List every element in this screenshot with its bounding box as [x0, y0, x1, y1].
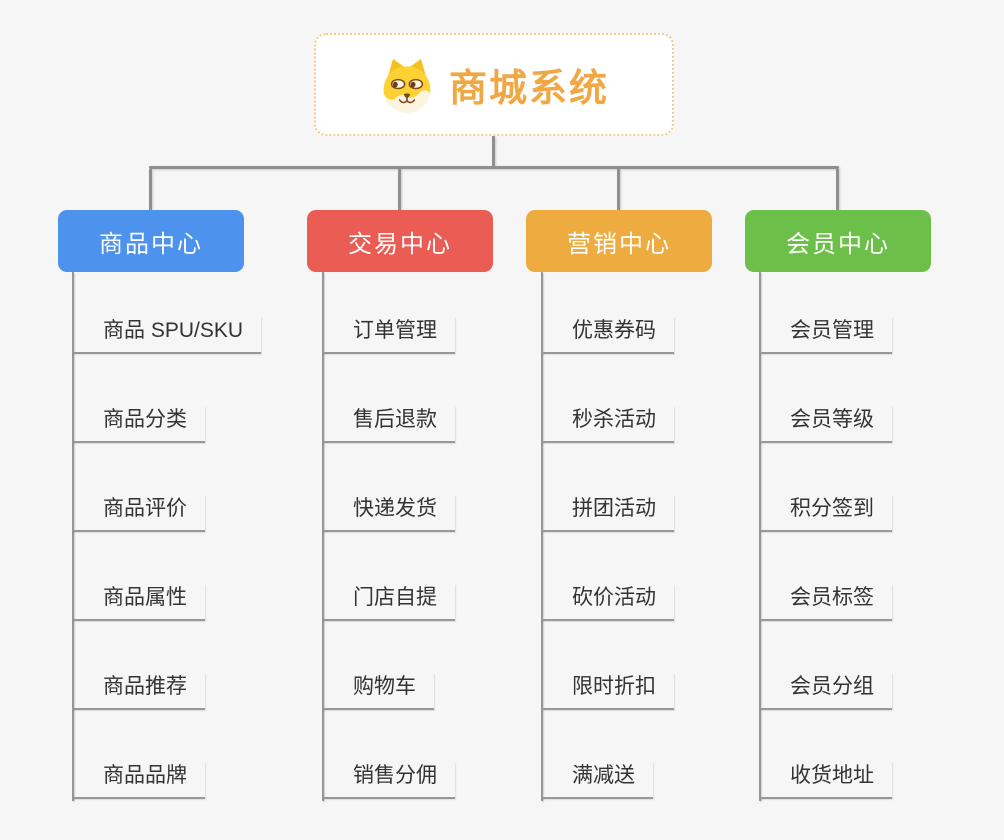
- root-title: 商城系统: [448, 68, 609, 110]
- leaf-item[interactable]: 会员标签: [759, 584, 892, 621]
- leaf-item[interactable]: 拼团活动: [541, 495, 674, 532]
- connector-spine: [322, 272, 324, 801]
- leaf-item[interactable]: 购物车: [322, 673, 434, 710]
- connector-branch-stub: [617, 169, 620, 210]
- branch-label: 营销中心: [567, 230, 671, 258]
- leaf-item[interactable]: 商品 SPU/SKU: [72, 317, 262, 354]
- connector-spine: [541, 272, 543, 801]
- leaf-item[interactable]: 秒杀活动: [541, 406, 674, 443]
- leaf-item[interactable]: 积分签到: [759, 495, 892, 532]
- leaf-item[interactable]: 商品属性: [72, 584, 205, 621]
- branch-label: 交易中心: [348, 230, 452, 258]
- leaf-item[interactable]: 商品评价: [72, 495, 205, 532]
- leaf-item[interactable]: 会员分组: [759, 673, 892, 710]
- leaf-item[interactable]: 门店自提: [322, 584, 455, 621]
- leaf-item[interactable]: 会员等级: [759, 406, 892, 443]
- connector-horizontal-bar: [149, 166, 839, 169]
- branch-node-trade-center[interactable]: 交易中心: [307, 210, 493, 272]
- connector-branch-stub: [398, 169, 401, 210]
- leaf-item[interactable]: 销售分佣: [322, 762, 455, 799]
- connector-branch-stub: [149, 169, 152, 210]
- connector-spine: [72, 272, 74, 801]
- branch-node-product-center[interactable]: 商品中心: [58, 210, 244, 272]
- leaf-item[interactable]: 限时折扣: [541, 673, 674, 710]
- leaf-item[interactable]: 订单管理: [322, 317, 455, 354]
- dog-face-icon: [383, 58, 431, 113]
- leaf-item[interactable]: 满减送: [541, 762, 653, 799]
- leaf-item[interactable]: 砍价活动: [541, 584, 674, 621]
- branch-node-marketing-center[interactable]: 营销中心: [526, 210, 712, 272]
- leaf-item[interactable]: 商品推荐: [72, 673, 205, 710]
- leaf-item[interactable]: 收货地址: [759, 762, 892, 799]
- branch-label: 会员中心: [786, 230, 890, 258]
- leaf-item[interactable]: 商品分类: [72, 406, 205, 443]
- branch-label: 商品中心: [99, 230, 203, 258]
- connector-root-stub: [492, 136, 495, 167]
- leaf-item[interactable]: 售后退款: [322, 406, 455, 443]
- leaf-item[interactable]: 商品品牌: [72, 762, 205, 799]
- leaf-item[interactable]: 优惠券码: [541, 317, 674, 354]
- leaf-item[interactable]: 快递发货: [322, 495, 455, 532]
- connector-spine: [759, 272, 761, 801]
- leaf-item[interactable]: 会员管理: [759, 317, 892, 354]
- root-node[interactable]: 商城系统: [314, 33, 674, 136]
- connector-branch-stub: [836, 169, 839, 210]
- branch-node-member-center[interactable]: 会员中心: [745, 210, 931, 272]
